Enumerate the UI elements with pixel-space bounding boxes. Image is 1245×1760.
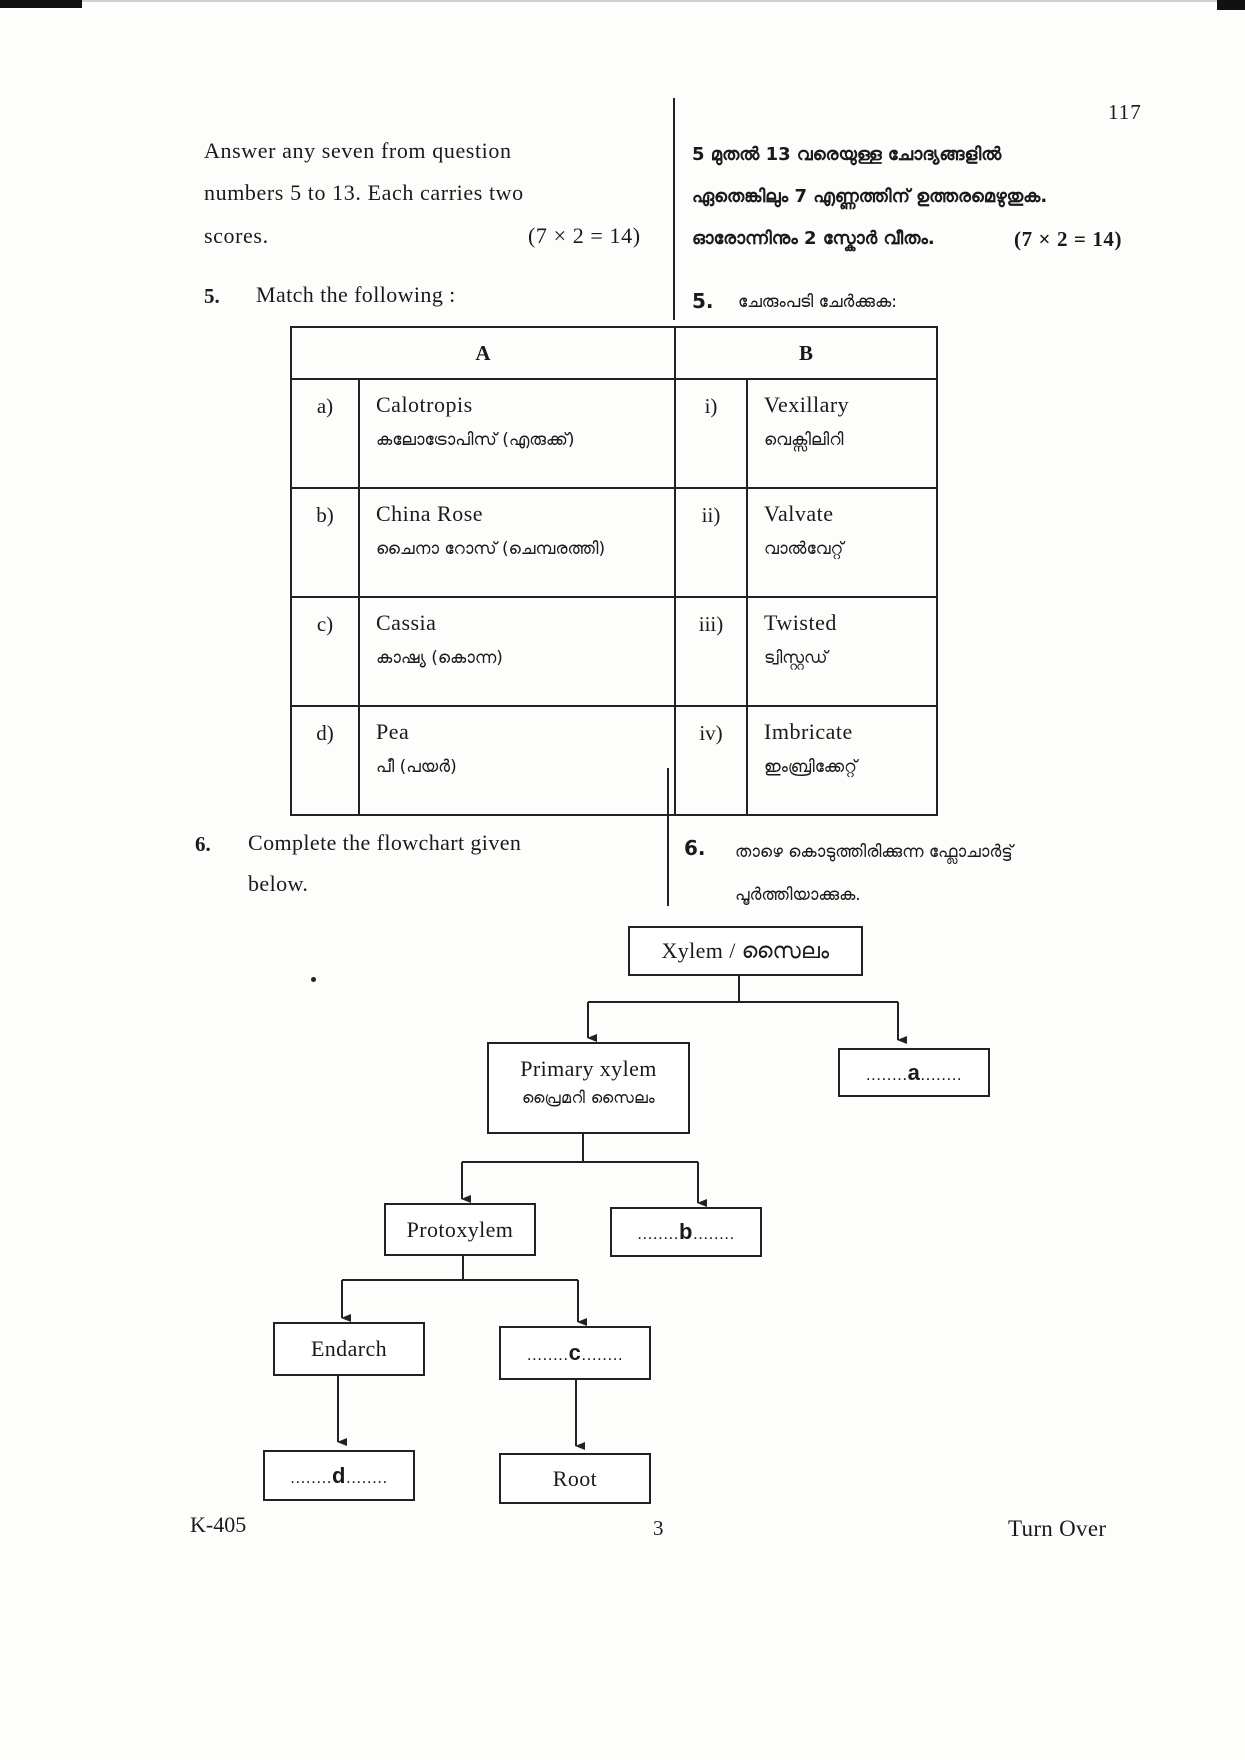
question-6-text-en-line2: below. — [248, 871, 309, 896]
blank-dots: ........ — [526, 1345, 569, 1364]
instruction-en-line1: Answer any seven from question — [204, 138, 512, 163]
item-ml: പീ (പയർ) — [376, 757, 457, 777]
flowchart-protoxylem-box: Protoxylem — [384, 1203, 536, 1256]
instruction-ml-line1: 5 മുതൽ 13 വരെയുള്ള ചോദ്യങ്ങളിൽ — [692, 144, 1002, 165]
item-ml: ട്വിസ്റ്റഡ് — [764, 648, 828, 668]
item-en: Pea — [376, 719, 410, 744]
flowchart-blank-d-box: ........d........ — [263, 1450, 415, 1501]
item-en: Vexillary — [764, 392, 850, 417]
question-5-number: 5. — [204, 284, 220, 308]
blank-dots: ........ — [290, 1468, 333, 1487]
item-ml: വെക്സിലിറി — [764, 430, 844, 450]
table-row: a) Calotropis കലോട്രോപിസ് (എരുക്ക്) i) V… — [290, 378, 939, 489]
item-en: Calotropis — [376, 392, 473, 417]
flowchart-blank-c-box: ........c........ — [499, 1326, 651, 1380]
turn-over-label: Turn Over — [1008, 1516, 1107, 1541]
column-divider — [667, 768, 669, 906]
flowchart-primary-xylem-ml: പ്രൈമറി സൈലം — [522, 1088, 655, 1107]
flowchart-endarch-label: Endarch — [310, 1336, 388, 1361]
blank-dots: ........ — [345, 1468, 388, 1487]
instruction-en-line2: numbers 5 to 13. Each carries two — [204, 180, 524, 205]
column-b-header: B — [674, 326, 939, 380]
blank-dots: ........ — [637, 1224, 680, 1243]
row-label-b: i) — [674, 378, 749, 489]
item-ml: കാഷ്യ (കൊന്ന) — [376, 648, 503, 668]
table-row: c) Cassia കാഷ്യ (കൊന്ന) iii) Twisted ട്വ… — [290, 596, 939, 707]
blank-c-letter: c — [568, 1340, 582, 1365]
item-en: Twisted — [764, 610, 837, 635]
column-b-cell: Vexillary വെക്സിലിറി — [746, 378, 939, 489]
column-divider — [673, 98, 675, 320]
item-en: Valvate — [764, 501, 834, 526]
blank-a-letter: a — [907, 1060, 921, 1085]
instruction-en-marks: (7 × 2 = 14) — [528, 223, 641, 248]
blank-dots: ........ — [920, 1065, 963, 1084]
question-6-text-en-line1: Complete the flowchart given — [248, 830, 522, 855]
item-ml: ചൈനാ റോസ് (ചെമ്പരത്തി) — [376, 539, 606, 559]
row-label-b: ii) — [674, 487, 749, 598]
flowchart-protoxylem-label: Protoxylem — [406, 1217, 514, 1242]
row-label-b: iv) — [674, 705, 749, 816]
blank-d-letter: d — [332, 1463, 346, 1488]
column-b-cell: Imbricate ഇംബ്രിക്കേറ്റ് — [746, 705, 939, 816]
row-label-a: b) — [290, 487, 360, 598]
question-5-text-ml: ചേരുംപടി ചേർക്കുക: — [738, 292, 897, 312]
flowchart-endarch-box: Endarch — [273, 1322, 425, 1376]
row-label-a: c) — [290, 596, 360, 707]
match-table-header: A B — [289, 326, 939, 380]
scan-edge-left — [0, 0, 82, 8]
item-en: Imbricate — [764, 719, 853, 744]
column-a-cell: Calotropis കലോട്രോപിസ് (എരുക്ക്) — [357, 378, 677, 489]
question-5-text-en: Match the following : — [256, 282, 456, 307]
blank-dots: ........ — [865, 1065, 908, 1084]
flowchart-xylem-box: Xylem / സൈലം — [628, 926, 863, 976]
flowchart-root-label: Root — [552, 1466, 598, 1491]
item-en: Cassia — [376, 610, 437, 635]
item-ml: വാൽവേറ്റ് — [764, 539, 844, 559]
item-en: China Rose — [376, 501, 484, 526]
column-b-cell: Valvate വാൽവേറ്റ് — [746, 487, 939, 598]
column-b-cell: Twisted ട്വിസ്റ്റഡ് — [746, 596, 939, 707]
instruction-ml-line2: ഏതെങ്കിലും 7 എണ്ണത്തിന് ഉത്തരമെഴുതുക. — [692, 186, 1048, 207]
column-a-cell: Cassia കാഷ്യ (കൊന്ന) — [357, 596, 677, 707]
blank-b-letter: b — [679, 1219, 693, 1244]
question-6-number-ml: 6. — [684, 836, 706, 860]
question-6-text-ml-line1: താഴെ കൊടുത്തിരിക്കുന്ന ഫ്ലോചാർട്ട് — [735, 842, 1013, 862]
question-5-number-ml: 5. — [692, 289, 714, 313]
exam-code: K-405 — [190, 1512, 247, 1537]
instruction-en-line3: scores. — [204, 223, 269, 248]
item-ml: കലോട്രോപിസ് (എരുക്ക്) — [376, 430, 575, 450]
flowchart-xylem-label: Xylem / സൈലം — [661, 938, 830, 963]
flowchart-blank-a-box: ........a........ — [838, 1048, 990, 1097]
instruction-ml-marks: (7 × 2 = 14) — [1014, 227, 1123, 251]
stray-mark — [311, 977, 316, 982]
flowchart-blank-b-box: ........b........ — [610, 1207, 762, 1257]
scan-edge-right — [1217, 0, 1245, 10]
column-a-cell: Pea പീ (പയർ) — [357, 705, 677, 816]
match-table: A B a) Calotropis കലോട്രോപിസ് (എരുക്ക്) … — [289, 326, 939, 816]
flowchart-primary-xylem-en: Primary xylem — [520, 1056, 657, 1081]
footer-page-number: 3 — [653, 1516, 664, 1540]
page-number: 117 — [1108, 100, 1142, 124]
table-row: d) Pea പീ (പയർ) iv) Imbricate ഇംബ്രിക്കേ… — [290, 705, 939, 816]
instruction-ml-line3: ഓരോന്നിനും 2 സ്കോർ വീതം. — [692, 228, 935, 249]
row-label-a: d) — [290, 705, 360, 816]
item-ml: ഇംബ്രിക്കേറ്റ് — [764, 757, 857, 777]
question-6-text-ml-line2: പൂർത്തിയാക്കുക. — [735, 885, 861, 905]
column-a-cell: China Rose ചൈനാ റോസ് (ചെമ്പരത്തി) — [357, 487, 677, 598]
question-6-number: 6. — [195, 832, 211, 856]
blank-dots: ........ — [692, 1224, 735, 1243]
flowchart-primary-xylem-box: Primary xylem പ്രൈമറി സൈലം — [487, 1042, 690, 1134]
flowchart-root-box: Root — [499, 1453, 651, 1504]
blank-dots: ........ — [581, 1345, 624, 1364]
table-row: b) China Rose ചൈനാ റോസ് (ചെമ്പരത്തി) ii)… — [290, 487, 939, 598]
column-a-header: A — [289, 326, 677, 380]
row-label-b: iii) — [674, 596, 749, 707]
scan-edge-top — [82, 0, 1217, 2]
row-label-a: a) — [290, 378, 360, 489]
